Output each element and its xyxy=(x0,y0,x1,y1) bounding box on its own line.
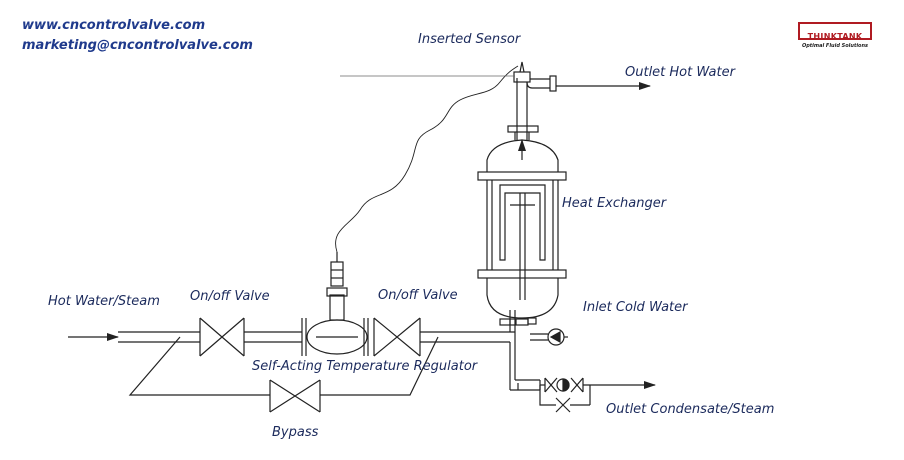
temperature-regulator-valve xyxy=(301,252,369,356)
condensate-outlet xyxy=(517,377,656,413)
label-heat-exchanger: Heat Exchanger xyxy=(562,196,667,211)
label-bypass: Bypass xyxy=(272,425,319,440)
company-logo: THINKTANK Optimal Fluid Solutions xyxy=(798,22,872,49)
logo-tagline: Optimal Fluid Solutions xyxy=(801,43,869,49)
onoff-valve-2 xyxy=(373,317,421,357)
label-onoff-valve-1: On/off Valve xyxy=(190,289,270,304)
outlet-hot-water-pipe xyxy=(507,61,651,140)
label-outlet-hot-water: Outlet Hot Water xyxy=(625,65,735,80)
label-regulator: Self-Acting Temperature Regulator xyxy=(252,359,478,374)
website-text[interactable]: www.cncontrolvalve.com xyxy=(22,18,206,33)
heat-exchanger xyxy=(477,139,567,319)
email-text[interactable]: marketing@cncontrolvalve.com xyxy=(22,38,253,53)
label-onoff-valve-2: On/off Valve xyxy=(378,288,458,303)
logo-name: THINKTANK xyxy=(807,32,863,41)
sensor-capillary xyxy=(335,65,519,253)
onoff-valve-1 xyxy=(199,317,245,357)
label-inlet-cold-water: Inlet Cold Water xyxy=(583,300,688,315)
label-outlet-condensate: Outlet Condensate/Steam xyxy=(606,402,775,417)
cold-water-inlet xyxy=(527,317,568,346)
logo-badge: THINKTANK xyxy=(798,22,872,41)
bypass-line xyxy=(128,336,439,413)
exchanger-inlet-pipe xyxy=(499,310,540,391)
label-inserted-sensor: Inserted Sensor xyxy=(418,32,521,47)
label-hot-water-steam: Hot Water/Steam xyxy=(48,294,160,309)
